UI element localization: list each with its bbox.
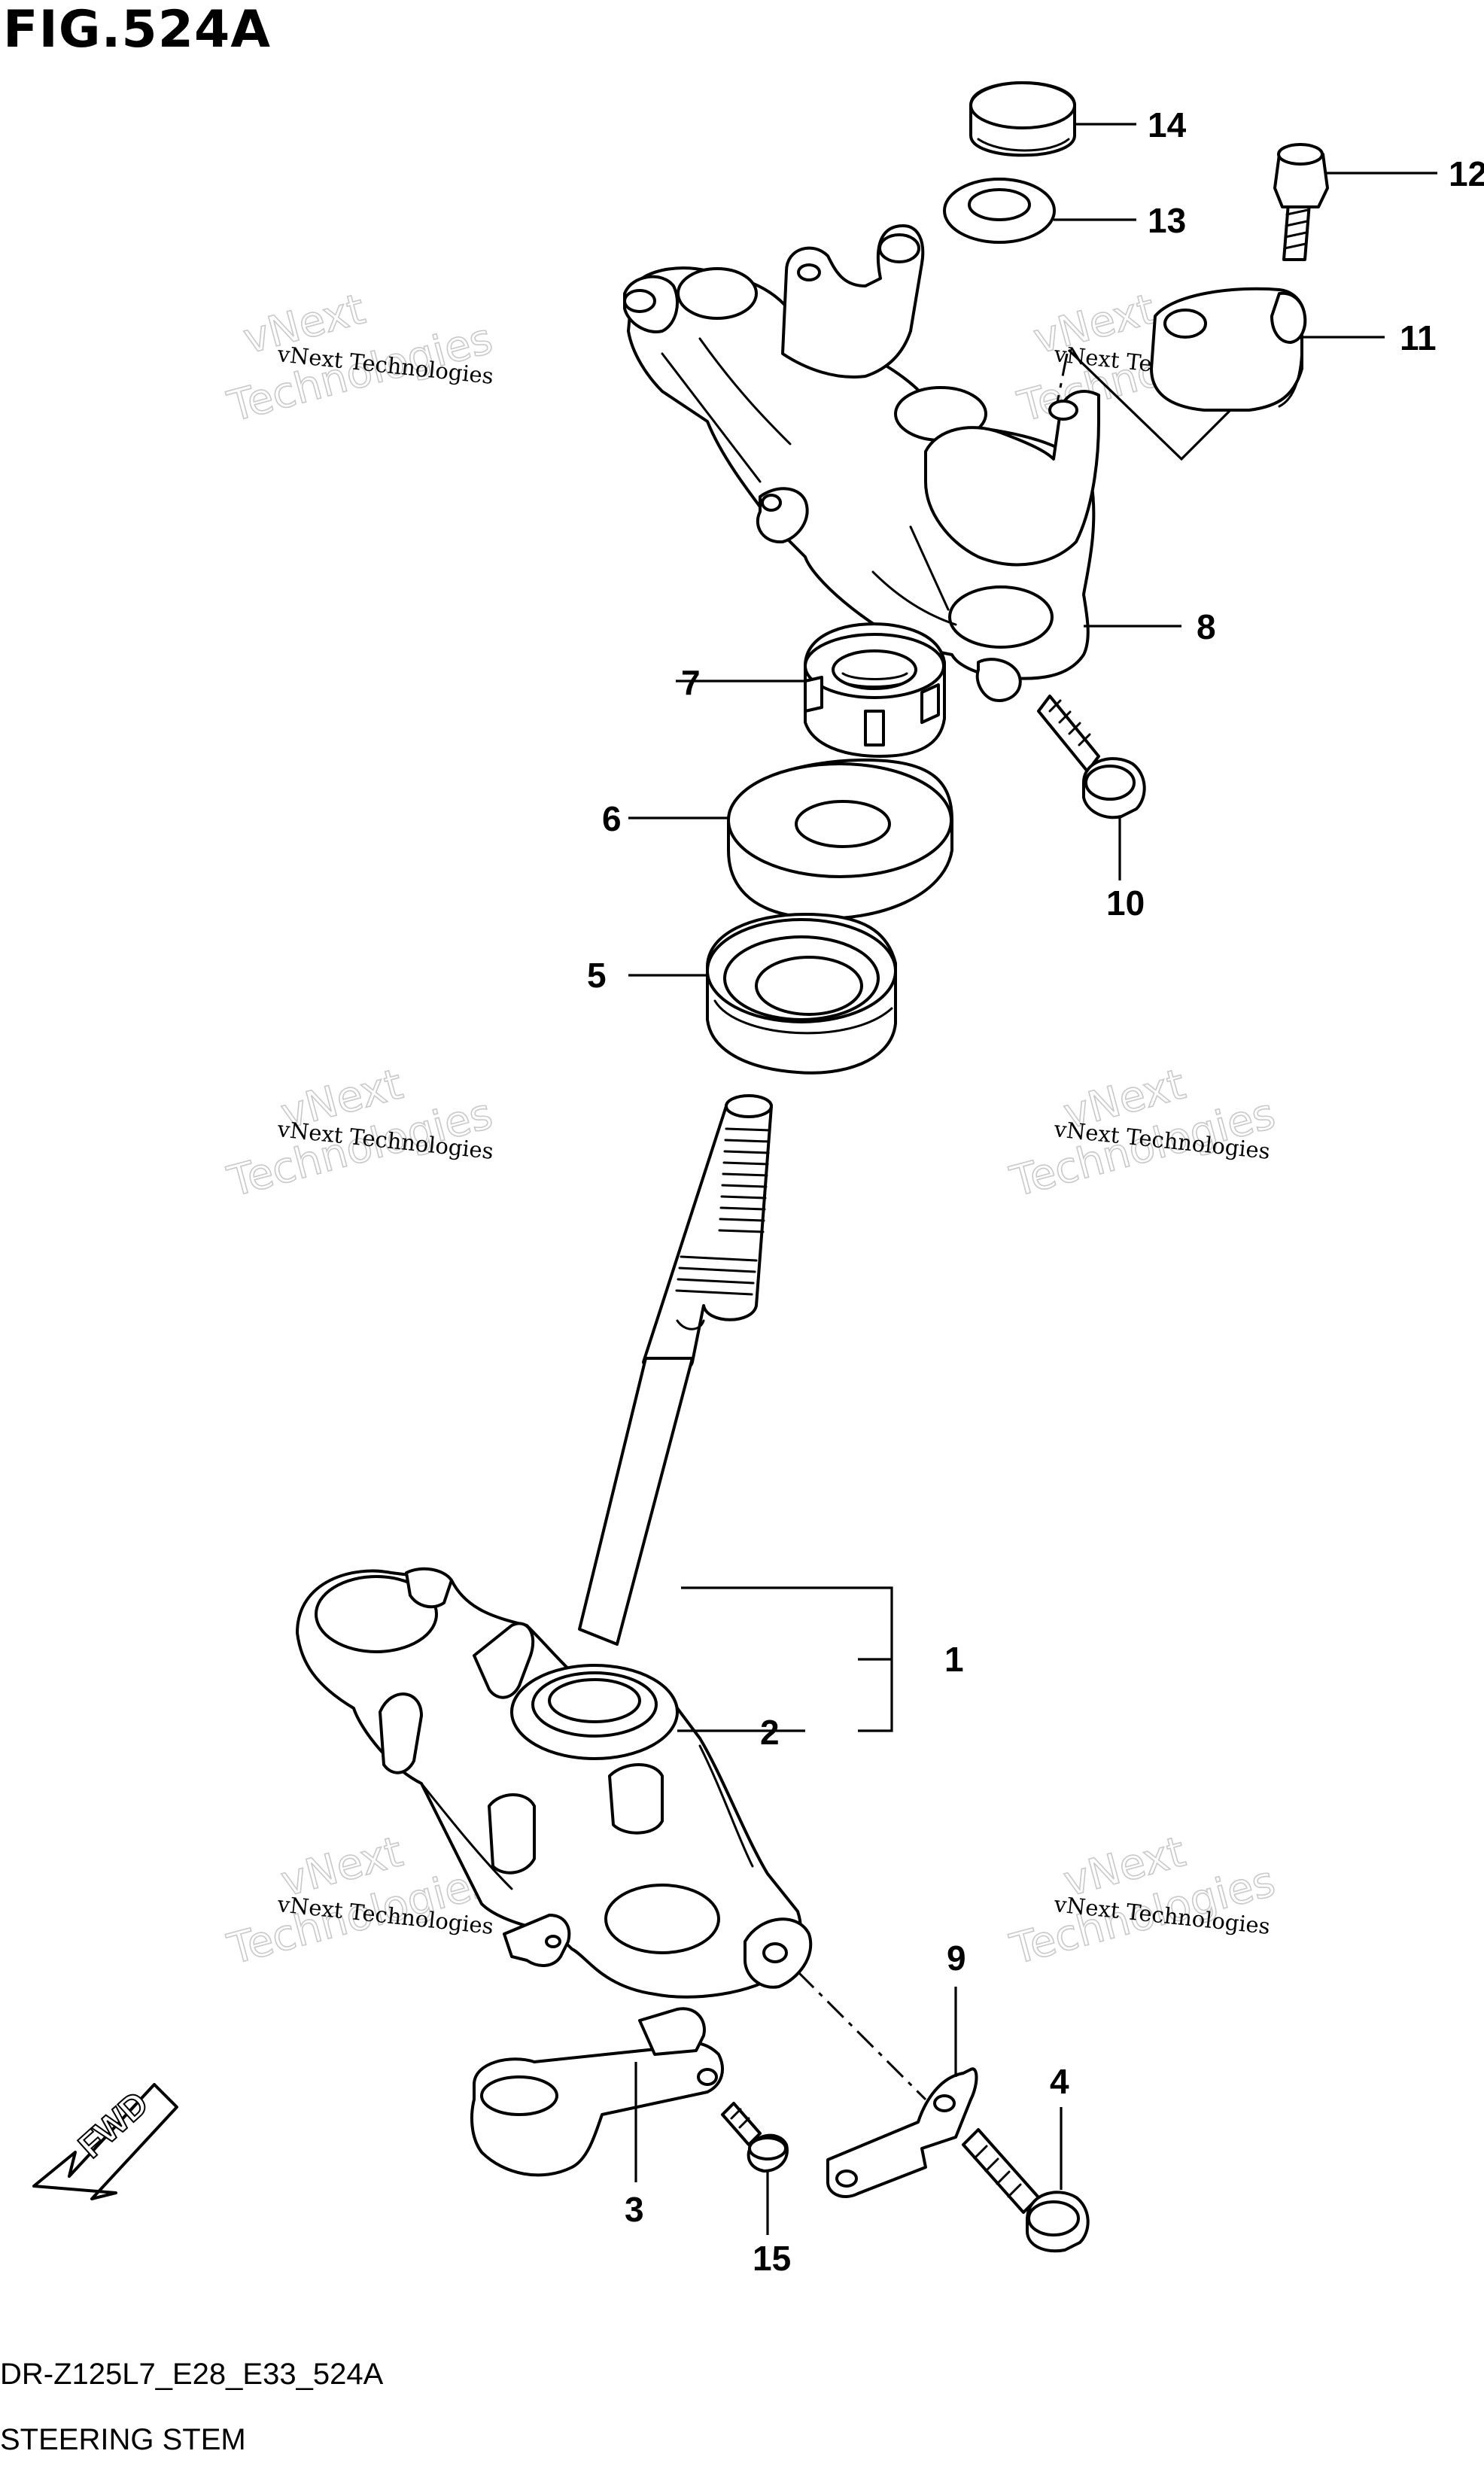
- part-1-stem: [296, 1094, 813, 1999]
- callout-14: 14: [1148, 105, 1187, 144]
- callout-8: 8: [1197, 607, 1216, 646]
- part-8-upper-bracket: [623, 224, 1100, 702]
- part-6-seal: [727, 759, 953, 920]
- callout-5: 5: [587, 956, 607, 995]
- callout-6: 6: [602, 799, 622, 838]
- part-12-bolt: [1273, 143, 1329, 261]
- callout-7: 7: [681, 663, 701, 702]
- part-4-bolt: [962, 2128, 1090, 2253]
- part-15-screw: [721, 2102, 789, 2173]
- fwd-arrow-icon: FWD: [32, 2083, 178, 2200]
- callout-11: 11: [1400, 318, 1437, 357]
- callout-15: 15: [753, 2239, 791, 2278]
- figure-title: FIG.524A: [3, 0, 271, 59]
- figure-name: STEERING STEM: [0, 2423, 246, 2456]
- callout-10: 10: [1106, 883, 1145, 923]
- callout-13: 13: [1148, 201, 1186, 240]
- watermark-top-left: vNext Technologies vNext Technologies: [222, 284, 498, 433]
- part-5-bearing: [706, 913, 897, 1075]
- callout-2: 2: [760, 1713, 780, 1752]
- watermark-bottom-right: vNext Technologies vNext Technologies: [1005, 1827, 1281, 1975]
- callout-12: 12: [1449, 154, 1484, 193]
- callout-1: 1: [944, 1640, 964, 1679]
- part-9-bracket: [826, 2067, 978, 2198]
- callout-4: 4: [1050, 2062, 1069, 2101]
- part-7-nut: [804, 622, 946, 758]
- part-10-bolt: [1037, 695, 1146, 819]
- part-14-cap: [969, 81, 1076, 157]
- callout-9: 9: [947, 1938, 966, 1978]
- part-11-holder: [1150, 287, 1307, 412]
- part-13-washer: [943, 178, 1056, 244]
- watermark-mid-right: vNext Technologies vNext Technologies: [1005, 1060, 1281, 1208]
- part-3-guide: [470, 2007, 724, 2177]
- watermark-mid-left: vNext Technologies vNext Technologies: [222, 1060, 498, 1208]
- callout-3: 3: [625, 2190, 644, 2229]
- leader-lines: [628, 123, 1437, 2235]
- figure-code: DR-Z125L7_E28_E33_524A: [0, 2358, 384, 2391]
